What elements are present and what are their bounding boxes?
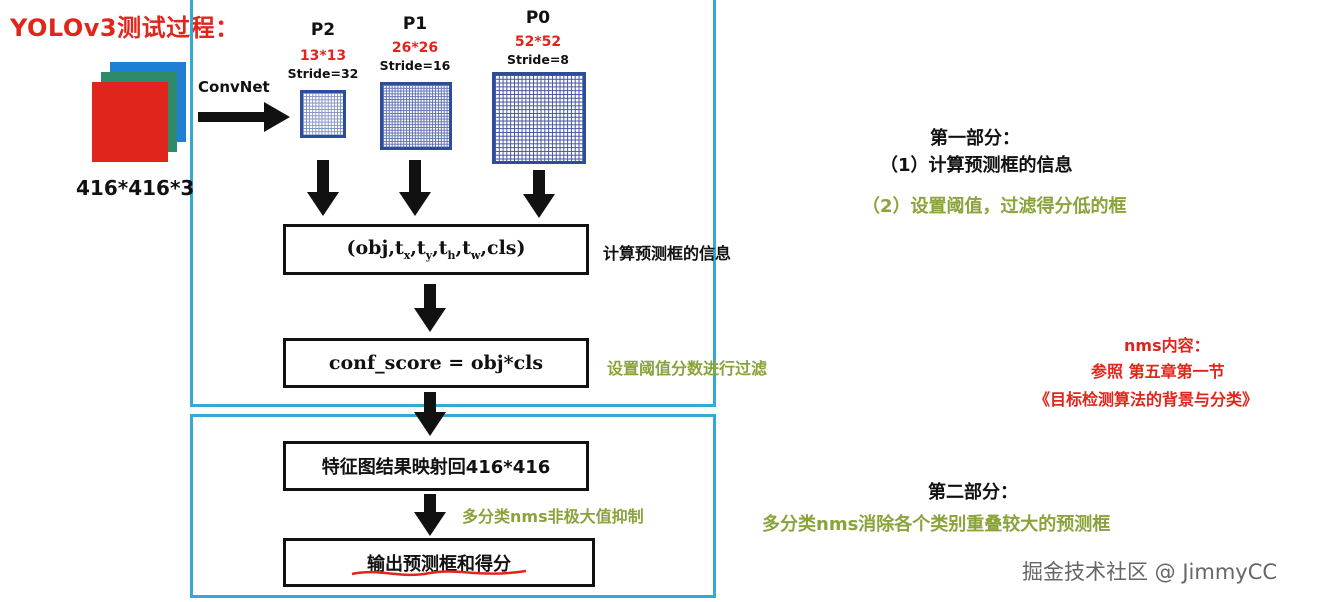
convnet-label: ConvNet — [198, 78, 270, 96]
nms-ref-line1: nms内容： — [1124, 336, 1210, 355]
part-two-heading: 第二部分： — [928, 482, 1018, 503]
map-back-text: 特征图结果映射回416*416 — [321, 457, 551, 478]
nms-ref-line2: 参照 第五章第一节 — [1091, 362, 1225, 381]
level-p1-size: 26*26 — [391, 40, 439, 56]
level-p2-stride: Stride=32 — [287, 66, 359, 81]
part-one-item1: （1）计算预测框的信息 — [880, 155, 1073, 176]
obj-tuple-box: (obj,tx,ty,th,tw,cls) — [283, 224, 589, 275]
level-p0-name: P0 — [525, 8, 551, 28]
level-p1-stride: Stride=16 — [379, 58, 451, 73]
part-one-item2: （2）设置阈值，过滤得分低的框 — [862, 196, 1127, 217]
feature-map-p2 — [300, 90, 346, 138]
compute-info-note: 计算预测框的信息 — [603, 244, 732, 263]
page-title: YOLOv3测试过程： — [10, 14, 240, 42]
level-p0-size: 52*52 — [514, 34, 562, 50]
part-one-heading: 第一部分： — [930, 128, 1020, 149]
down-arrow-p0 — [523, 170, 555, 218]
obj-tuple-text: (obj,tx,ty,th,tw,cls) — [346, 237, 526, 262]
part-one-panel — [190, 0, 716, 407]
level-p2-name: P2 — [310, 20, 336, 40]
output-text: 输出预测框和得分 — [367, 553, 511, 575]
map-back-box: 特征图结果映射回416*416 — [283, 441, 589, 491]
part-two-panel — [190, 414, 716, 598]
red-underline-scribble — [351, 569, 527, 577]
input-tensor-stack — [92, 62, 192, 172]
level-p2-size: 13*13 — [299, 48, 347, 64]
down-arrow-2 — [414, 392, 446, 436]
convnet-arrow — [198, 102, 290, 132]
down-arrow-3 — [414, 494, 446, 536]
threshold-filter-note: 设置阈值分数进行过滤 — [607, 359, 768, 378]
part-two-item: 多分类nms消除各个类别重叠较大的预测框 — [762, 514, 1111, 535]
feature-map-p0 — [492, 72, 586, 164]
input-layer-red — [92, 82, 168, 162]
feature-map-p1 — [380, 82, 452, 150]
level-p0-stride: Stride=8 — [506, 52, 570, 67]
down-arrow-p1 — [399, 160, 431, 216]
output-box: 输出预测框和得分 — [283, 538, 595, 587]
down-arrow-p2 — [307, 160, 339, 216]
conf-score-box: conf_score = obj*cls — [283, 338, 589, 388]
nms-note: 多分类nms非极大值抑制 — [462, 507, 644, 526]
nms-ref-line3: 《目标检测算法的背景与分类》 — [1034, 390, 1259, 409]
conf-score-text: conf_score = obj*cls — [328, 352, 544, 374]
watermark: 掘金技术社区 @ JimmyCC — [1022, 560, 1278, 584]
input-size-label: 416*416*3 — [76, 176, 195, 200]
down-arrow-1 — [414, 284, 446, 332]
level-p1-name: P1 — [402, 14, 428, 34]
